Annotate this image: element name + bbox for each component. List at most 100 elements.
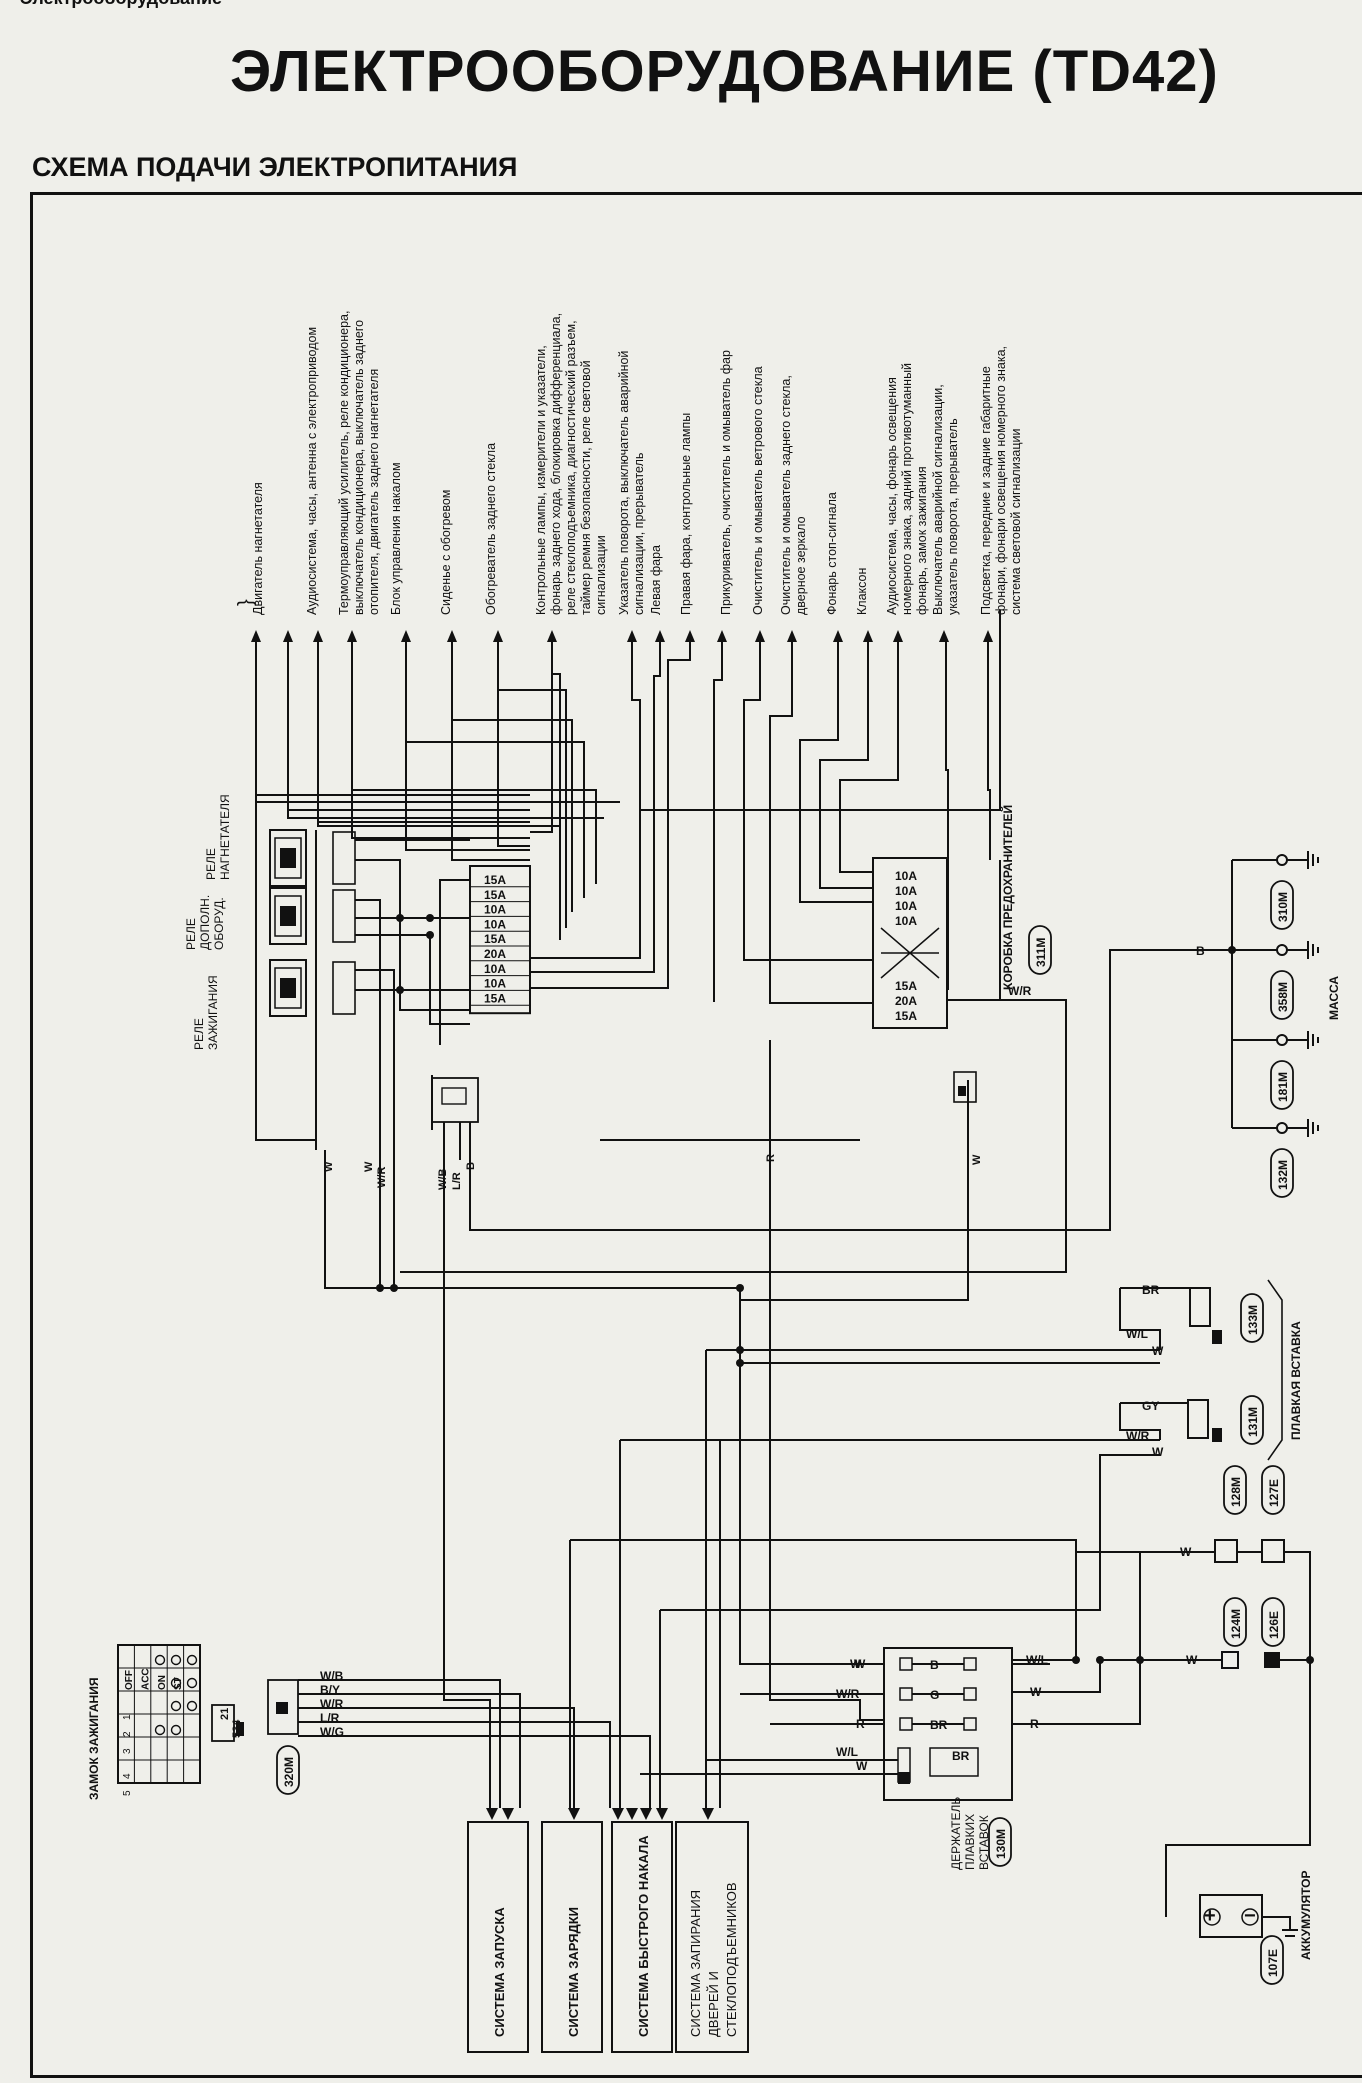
ignition-harness-key	[276, 1702, 288, 1714]
link-holder-slot	[898, 1772, 910, 1784]
fuse-box-code-badge-text: 311M	[1034, 938, 1048, 967]
wire-color-label: GY	[1142, 1399, 1159, 1413]
consumer-label: Очиститель и омыватель заднего стекла,	[779, 375, 793, 615]
fuse-rating: 10A	[895, 884, 917, 898]
fuse-rating: 15A	[484, 888, 506, 902]
arrow-head	[283, 630, 293, 642]
fuse-unused-slots	[880, 927, 940, 979]
label-brace: }	[235, 599, 257, 606]
wire	[451, 642, 573, 912]
wire	[987, 642, 991, 860]
relay-box	[269, 959, 307, 1017]
ground-terminal	[1276, 1034, 1288, 1046]
battery-code-badge-text: 107E	[1266, 1949, 1280, 1977]
fusible-link-terminal	[1212, 1330, 1222, 1344]
consumer-label: реле стеклоподъемника, диагностический р…	[564, 320, 578, 615]
switch-contact	[154, 1724, 166, 1736]
junction-dot	[736, 1359, 744, 1367]
link-holder-slot	[963, 1657, 977, 1671]
junction-dot	[1306, 1656, 1314, 1664]
consumer-label: Прикуриватель, очиститель и омыватель фа…	[719, 350, 733, 615]
connector-pin-label: 21	[219, 1708, 231, 1720]
switch-contact	[186, 1654, 198, 1666]
inline-connector	[431, 1077, 479, 1123]
relay-connector	[332, 831, 356, 885]
wire	[1012, 1552, 1141, 1725]
fusible-link-code-badge-text: 124M	[1229, 1609, 1243, 1639]
arrow-head	[717, 630, 727, 642]
wire	[713, 642, 723, 1002]
wire	[1280, 1551, 1311, 1661]
wire-color-label: W/R	[320, 1697, 344, 1711]
consumer-label: номерного знака, задний противотуманный	[900, 363, 914, 615]
wire-color-label: W/L	[1026, 1653, 1048, 1667]
consumer-label: Аудиосистема, часы, антенна с электропри…	[305, 327, 319, 615]
arrow-head	[685, 630, 695, 642]
link-holder-label: ПЛАВКИХ	[963, 1814, 977, 1870]
wire-color-label: W	[1180, 1545, 1192, 1559]
fusible-link-code-badge-text: 126E	[1267, 1611, 1281, 1639]
relay-label: ДОПОЛН.	[198, 895, 212, 950]
wire	[1119, 1403, 1161, 1440]
link-holder-box	[883, 1647, 1013, 1801]
system-label: СИСТЕМА ЗАПИРАНИЯ	[688, 1890, 703, 2037]
fusible-link-code-badge	[1240, 1395, 1264, 1445]
fusible-link-code-badge	[1261, 1465, 1285, 1515]
arrow-head	[447, 630, 457, 642]
wire	[551, 642, 561, 940]
wire-color-label: L/R	[451, 1172, 463, 1190]
wire-color-label: W/R	[836, 1687, 860, 1701]
arrow-head	[787, 630, 797, 642]
consumer-label: Двигатель нагнетателя	[251, 482, 265, 615]
ignition-harness-connector	[267, 1679, 299, 1735]
wire	[1119, 1288, 1161, 1350]
consumer-label: фонарь, замок зажигания	[915, 466, 929, 615]
wire	[769, 642, 873, 1004]
fuse-rating: 15A	[484, 873, 506, 887]
junction-dot	[396, 914, 404, 922]
fuse-rating: 15A	[895, 1009, 917, 1023]
ground-code-badge-text: 132M	[1276, 1160, 1290, 1190]
wire	[660, 1454, 1160, 1611]
battery-terminal	[1203, 1908, 1221, 1926]
link-holder-slot	[899, 1717, 913, 1731]
fusible-link	[1261, 1539, 1285, 1563]
system-label: СИСТЕМА БЫСТРОГО НАКАЛА	[636, 1835, 651, 2037]
ground-code-badge-text: 310M	[1276, 892, 1290, 922]
battery-minus: −	[1244, 1905, 1256, 1927]
arrow-head	[863, 630, 873, 642]
wire-color-label: W/B	[320, 1669, 344, 1683]
fuse-box-label: КОРОБКА ПРЕДОХРАНИТЕЛЕЙ	[1000, 805, 1015, 990]
wire-color-label: W/R	[1126, 1429, 1150, 1443]
fuse-rating: 15A	[484, 932, 506, 946]
ground-code-badge-text: 181M	[1276, 1072, 1290, 1102]
consumer-label: система световой сигнализации	[1009, 428, 1023, 615]
wire	[400, 999, 1067, 1273]
ground-terminal	[1276, 944, 1288, 956]
switch-row-label: 4	[122, 1773, 133, 1779]
wire	[298, 1735, 651, 1808]
wire	[1012, 1660, 1101, 1693]
wire	[1262, 1916, 1291, 1930]
fusible-link-code-badge	[1223, 1465, 1247, 1515]
consumer-label: дверное зеркало	[794, 516, 808, 615]
ignition-code-badge-text: 320M	[282, 1757, 296, 1787]
consumer-label: Контрольные лампы, измерители и указател…	[534, 345, 548, 615]
wire-color-label: W	[323, 1161, 335, 1172]
wire-color-label: W/G	[320, 1725, 344, 1739]
page-title: ЭЛЕКТРООБОРУДОВАНИЕ (TD42)	[230, 39, 1219, 104]
fuse-block-left	[469, 865, 531, 1015]
wire-color-label: R	[856, 1717, 865, 1731]
ground-terminal	[1276, 854, 1288, 866]
fuse-rating: 10A	[484, 977, 506, 991]
wire	[439, 879, 470, 1045]
arrow-head	[568, 1808, 580, 1820]
relay-label: РЕЛЕ	[204, 848, 218, 880]
junction-dot	[426, 914, 434, 922]
wire-color-label: L/R	[320, 1711, 340, 1725]
consumer-label: отопителя, двигатель заднего нагнетателя	[367, 369, 381, 615]
consumer-label: выключатель кондиционера, выключатель за…	[352, 320, 366, 615]
ignition-switch-label: ЗАМОК ЗАЖИГАНИЯ	[87, 1678, 101, 1800]
wire	[839, 642, 899, 873]
wire	[799, 642, 873, 903]
